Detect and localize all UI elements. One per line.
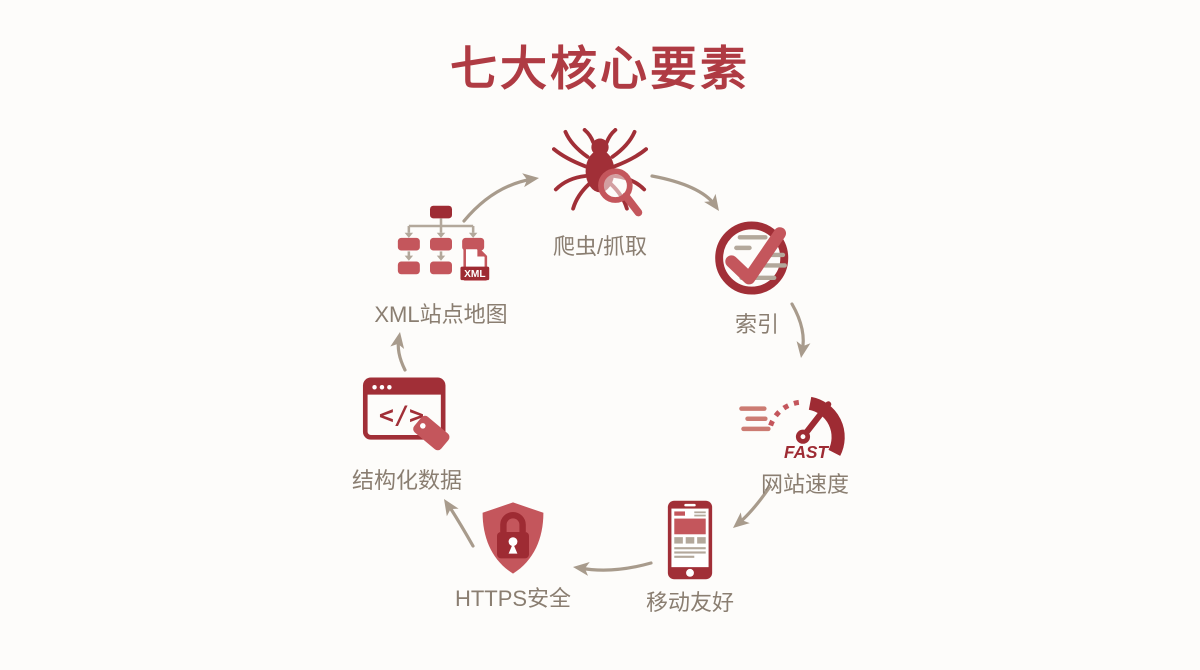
fast-text: FAST: [784, 442, 829, 462]
spider-magnifier-icon: [552, 128, 648, 224]
arrowhead: [390, 332, 405, 349]
shield-lock-icon: [477, 500, 549, 576]
node-label-index: 索引: [734, 312, 779, 337]
node-crawler: 爬虫/抓取: [533, 128, 667, 261]
node-speed: FAST 网站速度: [730, 376, 880, 499]
browser-code-tag-icon: </>: [356, 374, 458, 458]
node-label-mobile: 移动友好: [645, 590, 734, 615]
arrow-mobile-to-https: [578, 561, 653, 572]
mobile-phone-icon: [667, 500, 713, 580]
node-label-speed: 网站速度: [760, 472, 849, 497]
node-sitemap: XML XML站点地图: [366, 204, 516, 329]
node-structured: </> 结构化数据: [336, 374, 478, 495]
node-https: HTTPS安全: [446, 500, 580, 613]
arrowhead: [704, 193, 719, 211]
node-label-structured: 结构化数据: [351, 468, 462, 493]
node-label-crawler: 爬虫/抓取: [552, 234, 648, 259]
node-label-https: HTTPS安全: [454, 586, 572, 611]
node-label-sitemap: XML站点地图: [374, 302, 508, 327]
arrowhead: [796, 341, 811, 358]
xml-file-text: XML: [464, 269, 485, 280]
node-mobile: 移动友好: [642, 500, 738, 617]
index-checkmark-icon: [713, 214, 801, 302]
node-index: 索引: [703, 214, 811, 339]
page-title: 七大核心要素: [450, 42, 750, 95]
sitemap-xml-icon: XML: [390, 204, 492, 292]
arrow-structured-to-sitemap: [396, 336, 407, 372]
speedometer-icon: FAST: [739, 376, 871, 462]
